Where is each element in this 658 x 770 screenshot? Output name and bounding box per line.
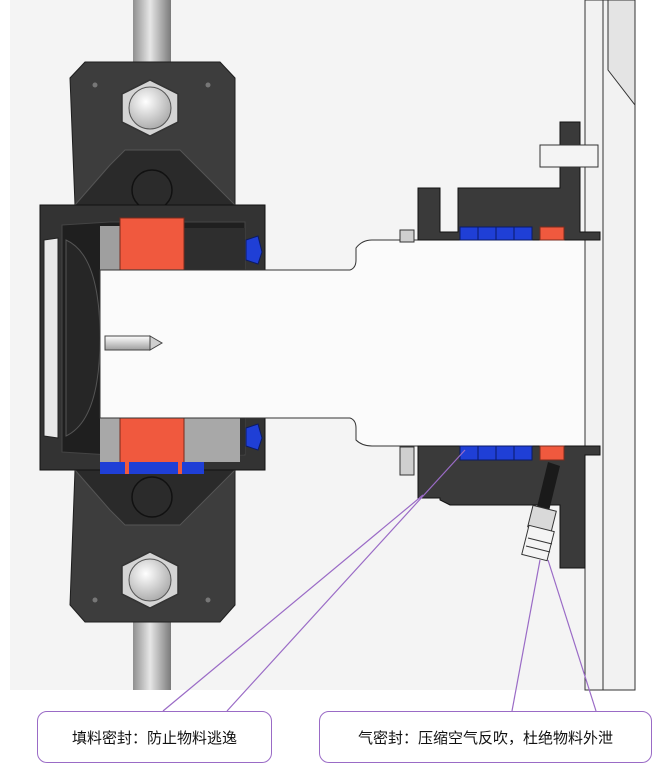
upper-lip-seal (245, 235, 263, 265)
air-fitting-icon (521, 504, 557, 562)
lower-bolt-icon (121, 551, 179, 609)
air-seal-callout: 气密封：压缩空气反吹，杜绝物料外泄 (319, 711, 652, 763)
upper-race-grey (100, 226, 122, 270)
packing-seal-leader-lines (162, 449, 466, 712)
air-tube (536, 462, 560, 515)
lower-bearing-seal (100, 462, 204, 474)
lower-bearing-seal-gap (178, 462, 182, 474)
upper-gland-bracket (417, 121, 601, 241)
screw-dot (92, 82, 98, 88)
gland-nut (399, 446, 415, 476)
right-wall (584, 0, 636, 691)
wall-notch (607, 0, 636, 107)
end-cap (43, 237, 59, 439)
upper-rod-socket (131, 169, 173, 211)
upper-packing-rings (459, 226, 565, 241)
lower-bearing-seal-gap (125, 462, 129, 474)
top-rod (133, 0, 171, 70)
main-shaft (99, 239, 601, 447)
gland-bolt (539, 144, 599, 168)
center-pin (104, 335, 151, 351)
upper-bearing-ring (119, 217, 185, 271)
upper-bolt-icon (121, 79, 179, 137)
gland-nut (399, 229, 415, 243)
packing-seal-label: 填料密封：防止物料逃逸 (71, 728, 237, 747)
lower-lip-seal (245, 423, 263, 451)
lower-packing-rings (459, 445, 565, 461)
packing-seal-callout: 填料密封：防止物料逃逸 (37, 711, 272, 763)
screw-dot (92, 597, 98, 603)
lower-rod-socket (131, 476, 173, 518)
screw-dot (205, 82, 211, 88)
screw-dot (205, 597, 211, 603)
air-seal-leader-lines (511, 559, 597, 712)
bottom-rod (133, 612, 171, 690)
air-seal-label: 气密封：压缩空气反吹，杜绝物料外泄 (357, 728, 613, 747)
center-pin-tip (149, 335, 163, 351)
lower-bearing-ring (119, 417, 185, 465)
